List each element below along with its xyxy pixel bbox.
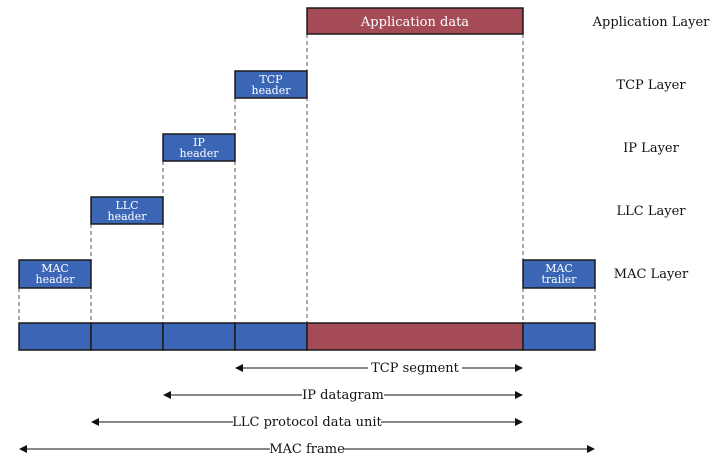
- application-data-label: Application data: [360, 15, 469, 30]
- mac-header-label-line1: MAC: [41, 262, 69, 275]
- span-llc-pdu: LLC protocol data unit: [91, 415, 523, 430]
- frame-segment-mac-header: [18, 322, 92, 351]
- ip-header-label-line2: header: [180, 147, 220, 160]
- frame-segment-llc-header: [90, 322, 164, 351]
- mac-header-box: MAC header: [18, 259, 92, 289]
- layer-label-application: Application Layer: [592, 15, 711, 30]
- layer-label-mac: MAC Layer: [614, 267, 689, 282]
- tcp-header-label-line2: header: [252, 84, 292, 97]
- mac-frame-label: MAC frame: [269, 442, 345, 457]
- layer-labels: Application Layer TCP Layer IP Layer LLC…: [592, 15, 711, 282]
- llc-header-box: LLC header: [90, 196, 164, 225]
- mac-trailer-label-line2: trailer: [541, 273, 577, 286]
- mac-header-label-line2: header: [36, 273, 76, 286]
- span-ip-datagram: IP datagram: [163, 388, 523, 403]
- llc-pdu-label: LLC protocol data unit: [232, 415, 382, 430]
- frame-segment-ip-header: [162, 322, 236, 351]
- ip-header-label-line1: IP: [193, 136, 205, 149]
- layer-label-llc: LLC Layer: [617, 204, 687, 219]
- application-data-box: Application data: [306, 7, 524, 35]
- mac-trailer-label-line1: MAC: [545, 262, 573, 275]
- layer-label-tcp: TCP Layer: [616, 78, 686, 93]
- frame-segment-application-data: [306, 322, 524, 351]
- span-tcp-segment: TCP segment: [235, 361, 523, 376]
- tcp-segment-label: TCP segment: [371, 361, 460, 376]
- ip-header-box: IP header: [162, 133, 236, 162]
- span-mac-frame: MAC frame: [19, 442, 595, 457]
- llc-header-label-line2: header: [108, 210, 148, 223]
- mac-trailer-box: MAC trailer: [522, 259, 596, 289]
- frame-segment-tcp-header: [234, 322, 308, 351]
- frame-segment-mac-trailer: [522, 322, 596, 351]
- mac-frame-bar: [18, 322, 596, 351]
- tcp-header-box: TCP header: [234, 70, 308, 99]
- tcp-header-label-line1: TCP: [259, 73, 283, 86]
- ip-datagram-label: IP datagram: [302, 388, 384, 403]
- layer-label-ip: IP Layer: [623, 141, 679, 156]
- llc-header-label-line1: LLC: [115, 199, 138, 212]
